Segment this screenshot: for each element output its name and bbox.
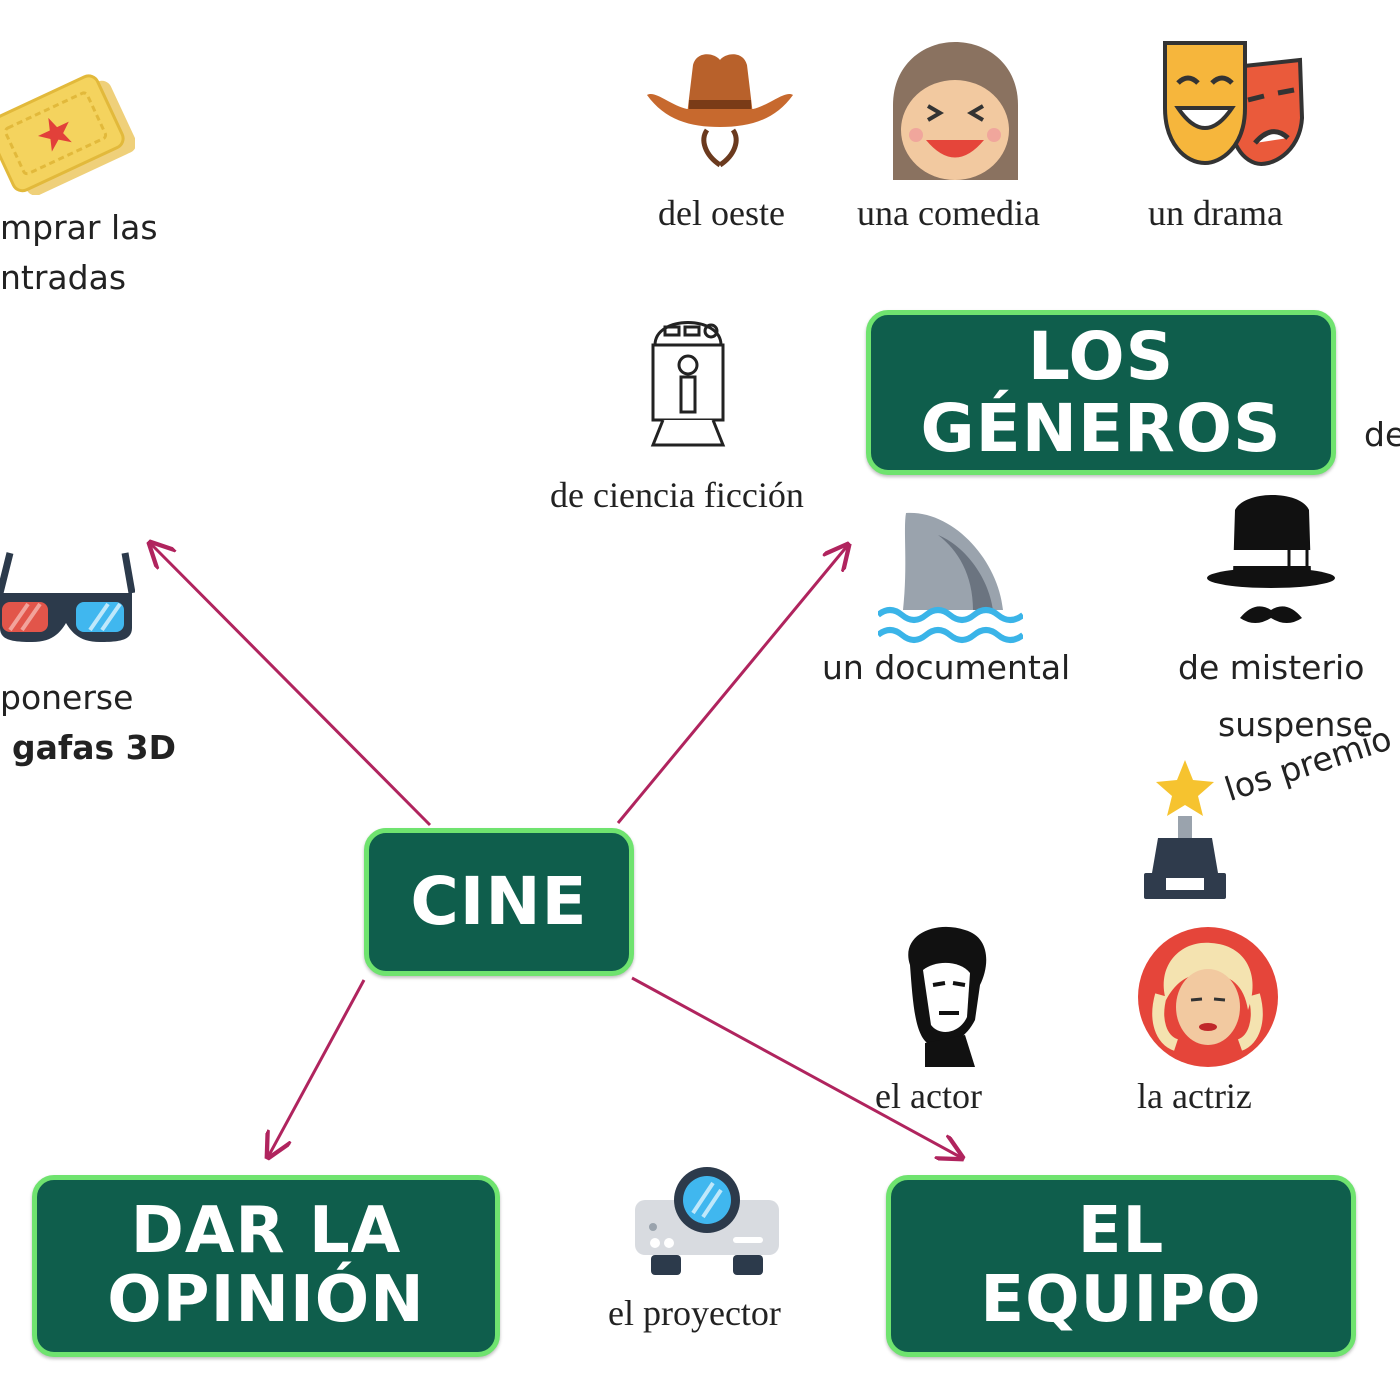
projector-icon [635, 1167, 779, 1275]
opinion-line-1: DAR LA [130, 1193, 402, 1268]
equipo-line-1: EL [1077, 1193, 1165, 1268]
theater-masks-icon [1163, 41, 1305, 166]
equipo-line-2: EQUIPO [980, 1263, 1262, 1337]
generos-line-2: GÉNEROS [920, 389, 1282, 467]
opinion-line-2: OPINIÓN [107, 1263, 425, 1337]
arrow-to-opinion [268, 979, 366, 1157]
laughing-face-icon [893, 42, 1018, 180]
cine-label: CINE [410, 863, 588, 941]
equipo-box: EL EQUIPO [886, 1175, 1356, 1357]
label-comprar-1: mprar las [0, 208, 158, 247]
label-misterio-2: suspense [1218, 705, 1373, 744]
label-actor: el actor [875, 1076, 982, 1116]
label-proyector: el proyector [608, 1293, 781, 1333]
ticket-icon [0, 74, 135, 195]
label-comedia: una comedia [857, 193, 1040, 233]
label-ciencia: de ciencia ficción [550, 475, 804, 515]
label-gafas-2: gafas 3D [12, 728, 177, 767]
generos-box: LOS GÉNEROS [866, 310, 1336, 475]
label-de-partial: de [1364, 415, 1400, 454]
shark-fin-icon [878, 512, 1023, 643]
opinion-box: DAR LA OPINIÓN [32, 1175, 500, 1357]
cowboy-hat-icon [647, 54, 793, 168]
detective-hat-icon [1207, 495, 1335, 623]
label-documental: un documental [822, 648, 1071, 687]
cine-box: CINE [364, 828, 634, 976]
label-oeste: del oeste [658, 193, 785, 233]
robot-icon [650, 321, 726, 447]
label-misterio-1: de misterio [1178, 648, 1365, 687]
arrow-to-generos [616, 545, 848, 824]
label-actriz: la actriz [1137, 1076, 1252, 1116]
3d-glasses-icon [0, 552, 135, 642]
arrow-to-top-left [150, 543, 432, 827]
actor-portrait-icon [908, 926, 987, 1067]
label-gafas-1: ponerse [0, 678, 134, 717]
generos-line-1: LOS [1027, 318, 1175, 396]
actress-portrait-icon [1138, 927, 1278, 1067]
label-comprar-2: ntradas [0, 258, 127, 297]
label-drama: un drama [1148, 193, 1283, 233]
arrow-to-equipo [631, 976, 962, 1158]
trophy-icon [1144, 760, 1226, 899]
